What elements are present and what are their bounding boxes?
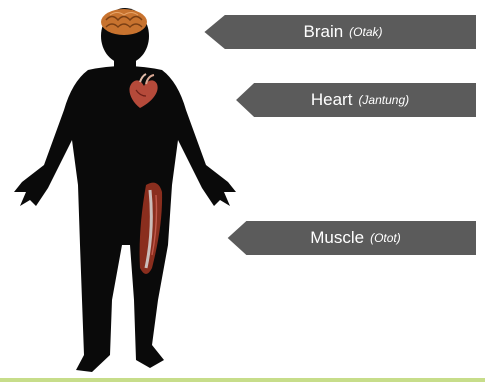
human-silhouette <box>14 8 236 372</box>
heart-label: Heart (Jantung) <box>218 83 476 117</box>
bottom-accent-line <box>0 378 485 382</box>
muscle-label: Muscle (Otot) <box>209 221 476 255</box>
brain-label: Brain (Otak) <box>184 15 476 49</box>
brain-icon <box>101 9 147 35</box>
brain-label-english: Brain <box>303 22 343 42</box>
heart-label-english: Heart <box>311 90 353 110</box>
brain-label-indonesian: (Otak) <box>349 25 382 39</box>
muscle-label-english: Muscle <box>310 228 364 248</box>
muscle-label-indonesian: (Otot) <box>370 231 401 245</box>
heart-label-indonesian: (Jantung) <box>358 93 409 107</box>
